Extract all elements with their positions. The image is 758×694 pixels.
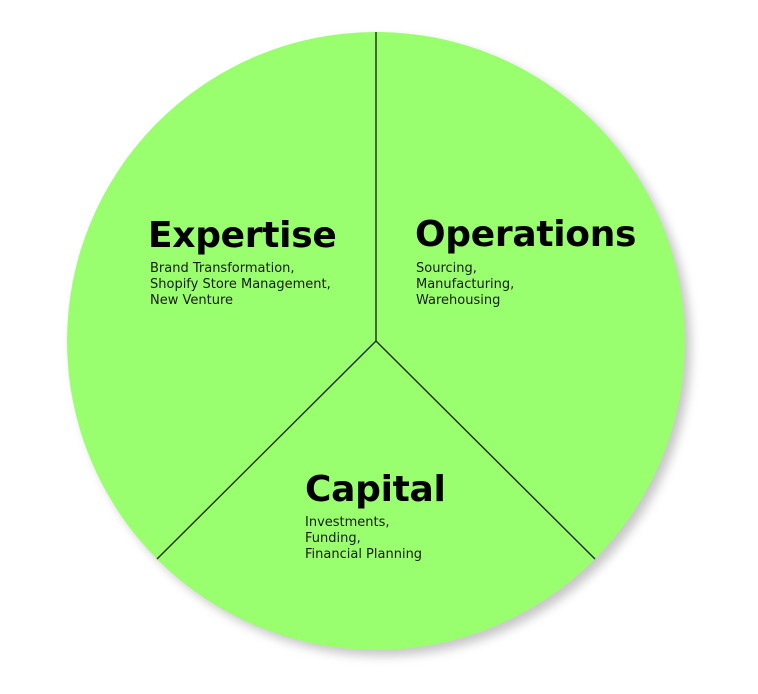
- expertise-detail-line: New Venture: [150, 293, 234, 308]
- operations-detail-line: Sourcing,: [416, 261, 477, 276]
- capital-detail-line: Investments,: [305, 515, 390, 530]
- capital-title: Capital: [305, 469, 446, 510]
- expertise-detail-line: Brand Transformation,: [150, 261, 295, 276]
- capital-detail-line: Financial Planning: [305, 547, 423, 562]
- divider-line-right: [375, 340, 596, 560]
- capital-detail-line: Funding,: [305, 531, 361, 546]
- expertise-detail-line: Shopify Store Management,: [150, 277, 331, 292]
- expertise-title: Expertise: [148, 215, 337, 256]
- operations-detail-line: Warehousing: [416, 293, 501, 308]
- operations-title: Operations: [415, 214, 637, 255]
- capital-details: Investments, Funding, Financial Planning: [305, 515, 422, 563]
- operations-detail-line: Manufacturing,: [416, 277, 515, 292]
- operations-details: Sourcing, Manufacturing, Warehousing: [416, 261, 514, 309]
- expertise-details: Brand Transformation, Shopify Store Mana…: [150, 261, 331, 309]
- divider-line-left: [156, 340, 377, 560]
